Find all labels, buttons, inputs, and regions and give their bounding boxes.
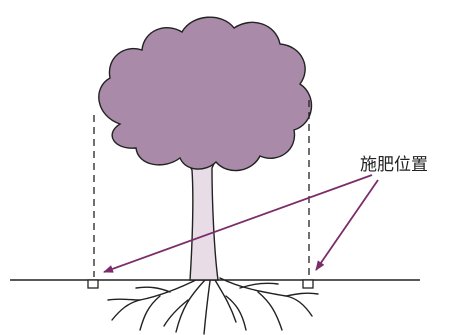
arrow-left [103, 174, 373, 273]
fertilizer-position-label: 施肥位置 [360, 155, 428, 175]
tree-roots [107, 277, 319, 335]
fertilizer-spot-left [87, 279, 99, 289]
arrow-right [315, 179, 379, 271]
fertilizer-spot-right [302, 279, 314, 289]
tree-canopy [98, 16, 313, 172]
